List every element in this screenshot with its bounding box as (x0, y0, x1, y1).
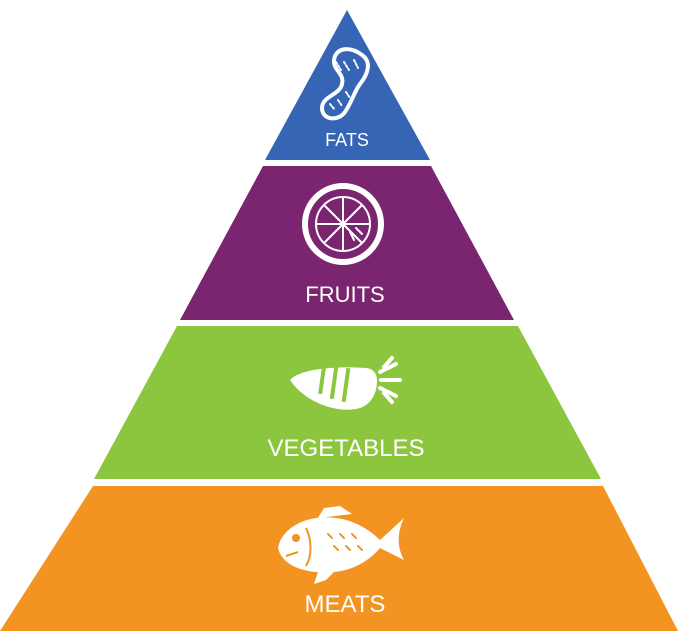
tier-fruits-label: FRUITS (305, 282, 384, 307)
carrot-icon (290, 356, 402, 410)
tier-vegetables: VEGETABLES (94, 326, 601, 479)
tier-fruits-shape (180, 166, 514, 320)
tier-fats-shape (265, 10, 430, 160)
peanut-icon (320, 47, 370, 121)
tier-fats: FATS (265, 10, 430, 160)
tier-fats-label: FATS (325, 130, 369, 150)
tier-meats-label: MEATS (305, 591, 386, 618)
fish-icon (278, 506, 404, 584)
citrus-slice-icon (302, 183, 384, 265)
tier-meats: MEATS (0, 486, 678, 631)
tier-fruits: FRUITS (180, 166, 514, 320)
tier-vegetables-label: VEGETABLES (268, 435, 425, 462)
